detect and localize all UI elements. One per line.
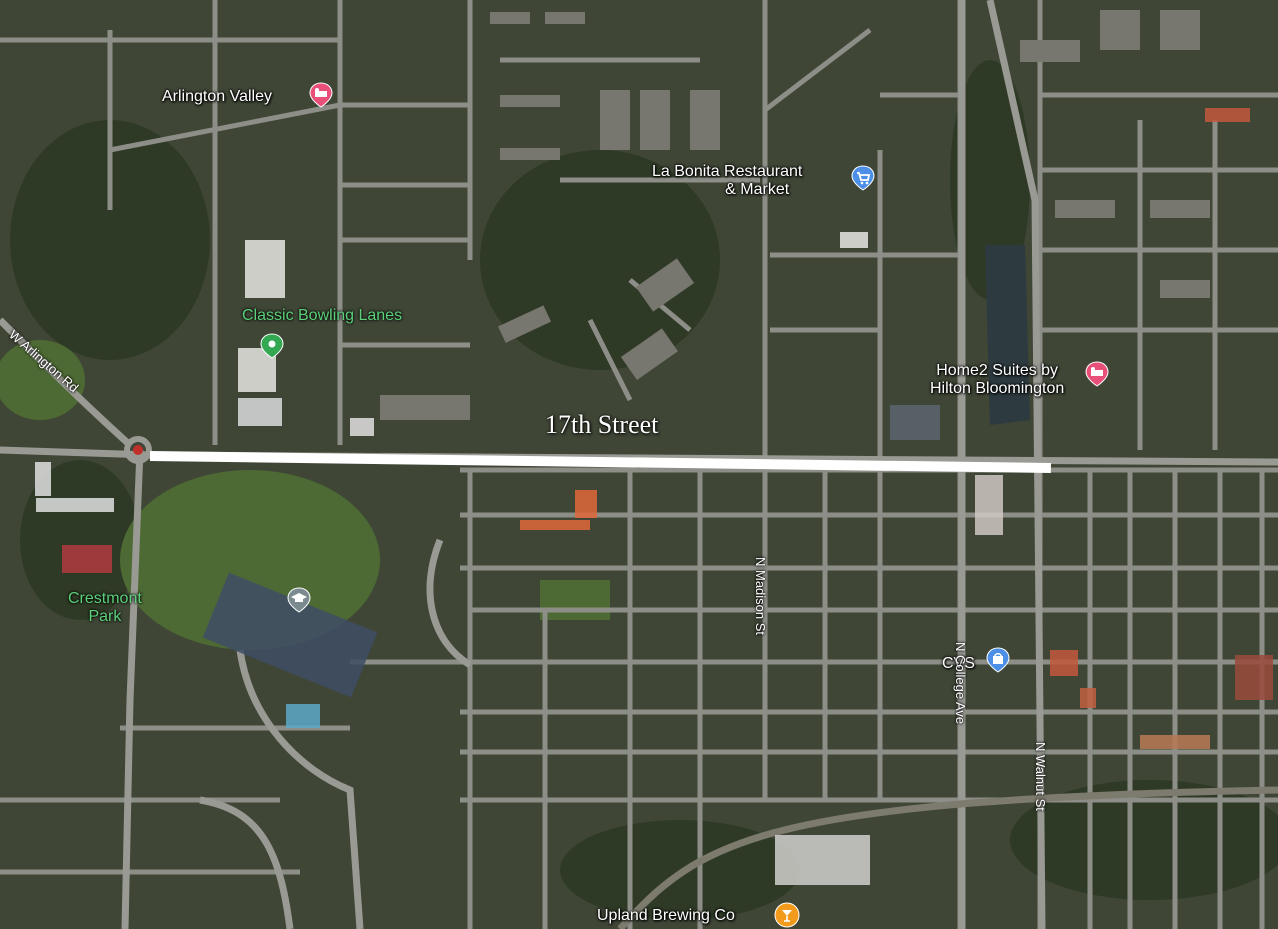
crestmont-line1: Crestmont [68,590,142,607]
place-upland-brewing-label[interactable]: Upland Brewing Co [597,907,735,924]
street-label-walnut: N Walnut St [1033,742,1048,811]
17th-street-label: 17th Street [545,410,659,439]
place-classic-bowling-label[interactable]: Classic Bowling Lanes [242,307,403,324]
street-label-madison: N Madison St [753,557,768,636]
home2-line1: Home2 Suites by [936,362,1059,379]
place-home2-suites-label[interactable]: Home2 Suites by Hilton Bloomington [930,362,1064,398]
la-bonita-line2: & Market [725,181,790,198]
street-label-college: N College Ave [953,642,968,725]
crestmont-line2: Park [88,608,122,625]
green-place-pin-icon[interactable] [259,333,285,359]
hotel-bed-icon[interactable] [308,82,334,108]
place-cvs-label[interactable]: CVS [942,655,975,672]
home2-line2: Hilton Bloomington [930,380,1065,397]
la-bonita-line1: La Bonita Restaurant [652,163,803,180]
cocktail-icon[interactable] [774,902,800,928]
graduation-cap-icon[interactable] [286,587,312,613]
shopping-cart-icon[interactable] [850,165,876,191]
place-la-bonita-label[interactable]: La Bonita Restaurant & Market [652,163,802,199]
place-arlington-valley-label[interactable]: Arlington Valley [162,88,272,105]
shopping-bag-icon[interactable] [985,647,1011,673]
place-crestmont-park-label[interactable]: Crestmont Park [68,590,142,626]
hotel-bed-icon[interactable] [1084,361,1110,387]
